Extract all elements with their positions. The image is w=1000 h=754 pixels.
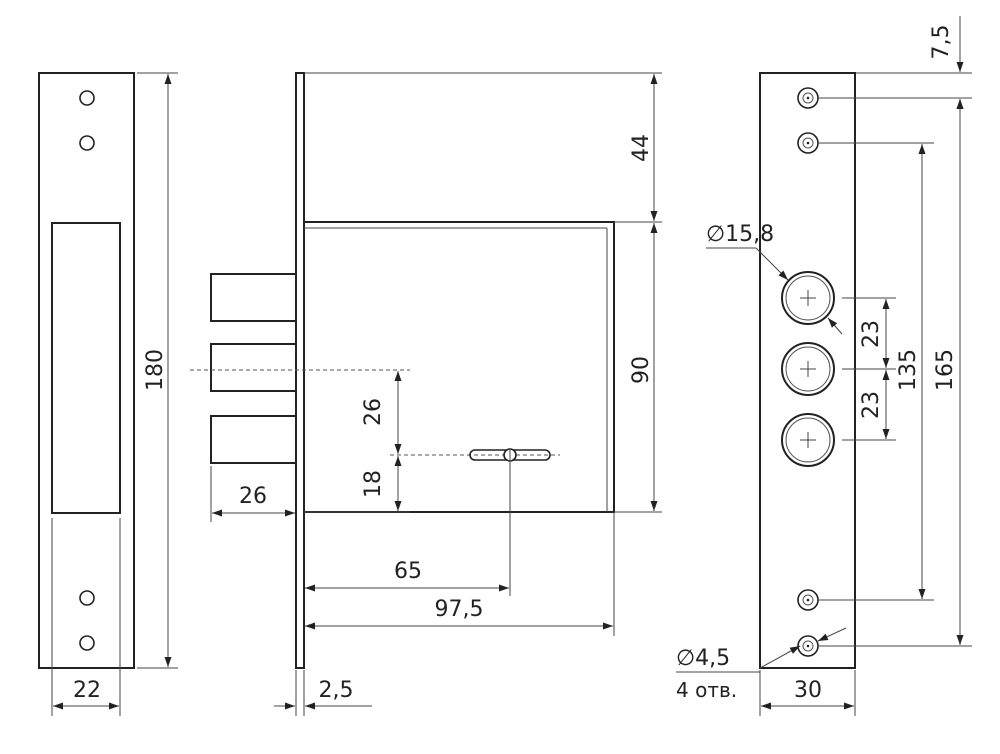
strike-screw-hole-3 xyxy=(79,590,95,606)
strike-screw-hole-4 xyxy=(79,635,95,651)
lock-case xyxy=(303,221,615,513)
bolt-diameter-label: ∅15,8 xyxy=(706,222,774,247)
case-depth-label: 97,5 xyxy=(435,597,484,622)
top-offset-label: 44 xyxy=(629,134,654,162)
strike-plate-view: 180 22 xyxy=(38,72,178,716)
screw-hole-diameter-label: ∅4,5 xyxy=(676,646,730,671)
faceplate-outline xyxy=(759,72,856,669)
backset-label: 65 xyxy=(394,559,422,584)
faceplate-width-label: 30 xyxy=(794,678,822,703)
bolt-pitch-lower-label: 23 xyxy=(859,391,884,419)
bolt-2 xyxy=(210,343,297,392)
screw-hole-count-label: 4 отв. xyxy=(676,678,737,702)
bolt-spacing-label: 26 xyxy=(361,398,386,426)
faceplate-front-view: ∅15,8 7,5 23 23 135 165 ∅4,5 4 отв. xyxy=(676,16,972,716)
bolt-hole-3 xyxy=(781,413,835,467)
faceplate-screw-hole-4 xyxy=(797,635,819,657)
bolt-hole-1 xyxy=(781,271,835,325)
keyhole-icon xyxy=(469,448,551,462)
bolt-1 xyxy=(210,273,297,322)
faceplate-thickness-label: 2,5 xyxy=(319,678,354,703)
strike-plate-slot xyxy=(51,222,121,514)
bolt-throw-label: 26 xyxy=(239,484,267,509)
faceplate-screw-hole-2 xyxy=(797,132,819,154)
faceplate-screw-hole-1 xyxy=(797,87,819,109)
strike-plate-outline xyxy=(38,72,135,669)
top-margin-label: 7,5 xyxy=(929,25,954,60)
strike-width-label: 22 xyxy=(73,678,101,703)
bolt-hole-2 xyxy=(781,342,835,396)
strike-height-label: 180 xyxy=(143,349,168,391)
bolt-pitch-upper-label: 23 xyxy=(859,320,884,348)
strike-screw-hole-1 xyxy=(79,90,95,106)
screw-spacing-inner-label: 135 xyxy=(896,349,921,391)
screw-hole-leader xyxy=(759,645,801,669)
key-offset-label: 18 xyxy=(361,470,386,498)
strike-screw-hole-2 xyxy=(79,135,95,151)
bolt-diameter-leader xyxy=(755,247,789,281)
lock-body-side-view: 44 90 26 18 26 65 97,5 2,5 xyxy=(190,72,662,716)
screw-spacing-outer-label: 165 xyxy=(933,349,958,391)
bolt-3 xyxy=(210,415,297,464)
case-height-label: 90 xyxy=(629,356,654,384)
faceplate-screw-hole-3 xyxy=(797,589,819,611)
